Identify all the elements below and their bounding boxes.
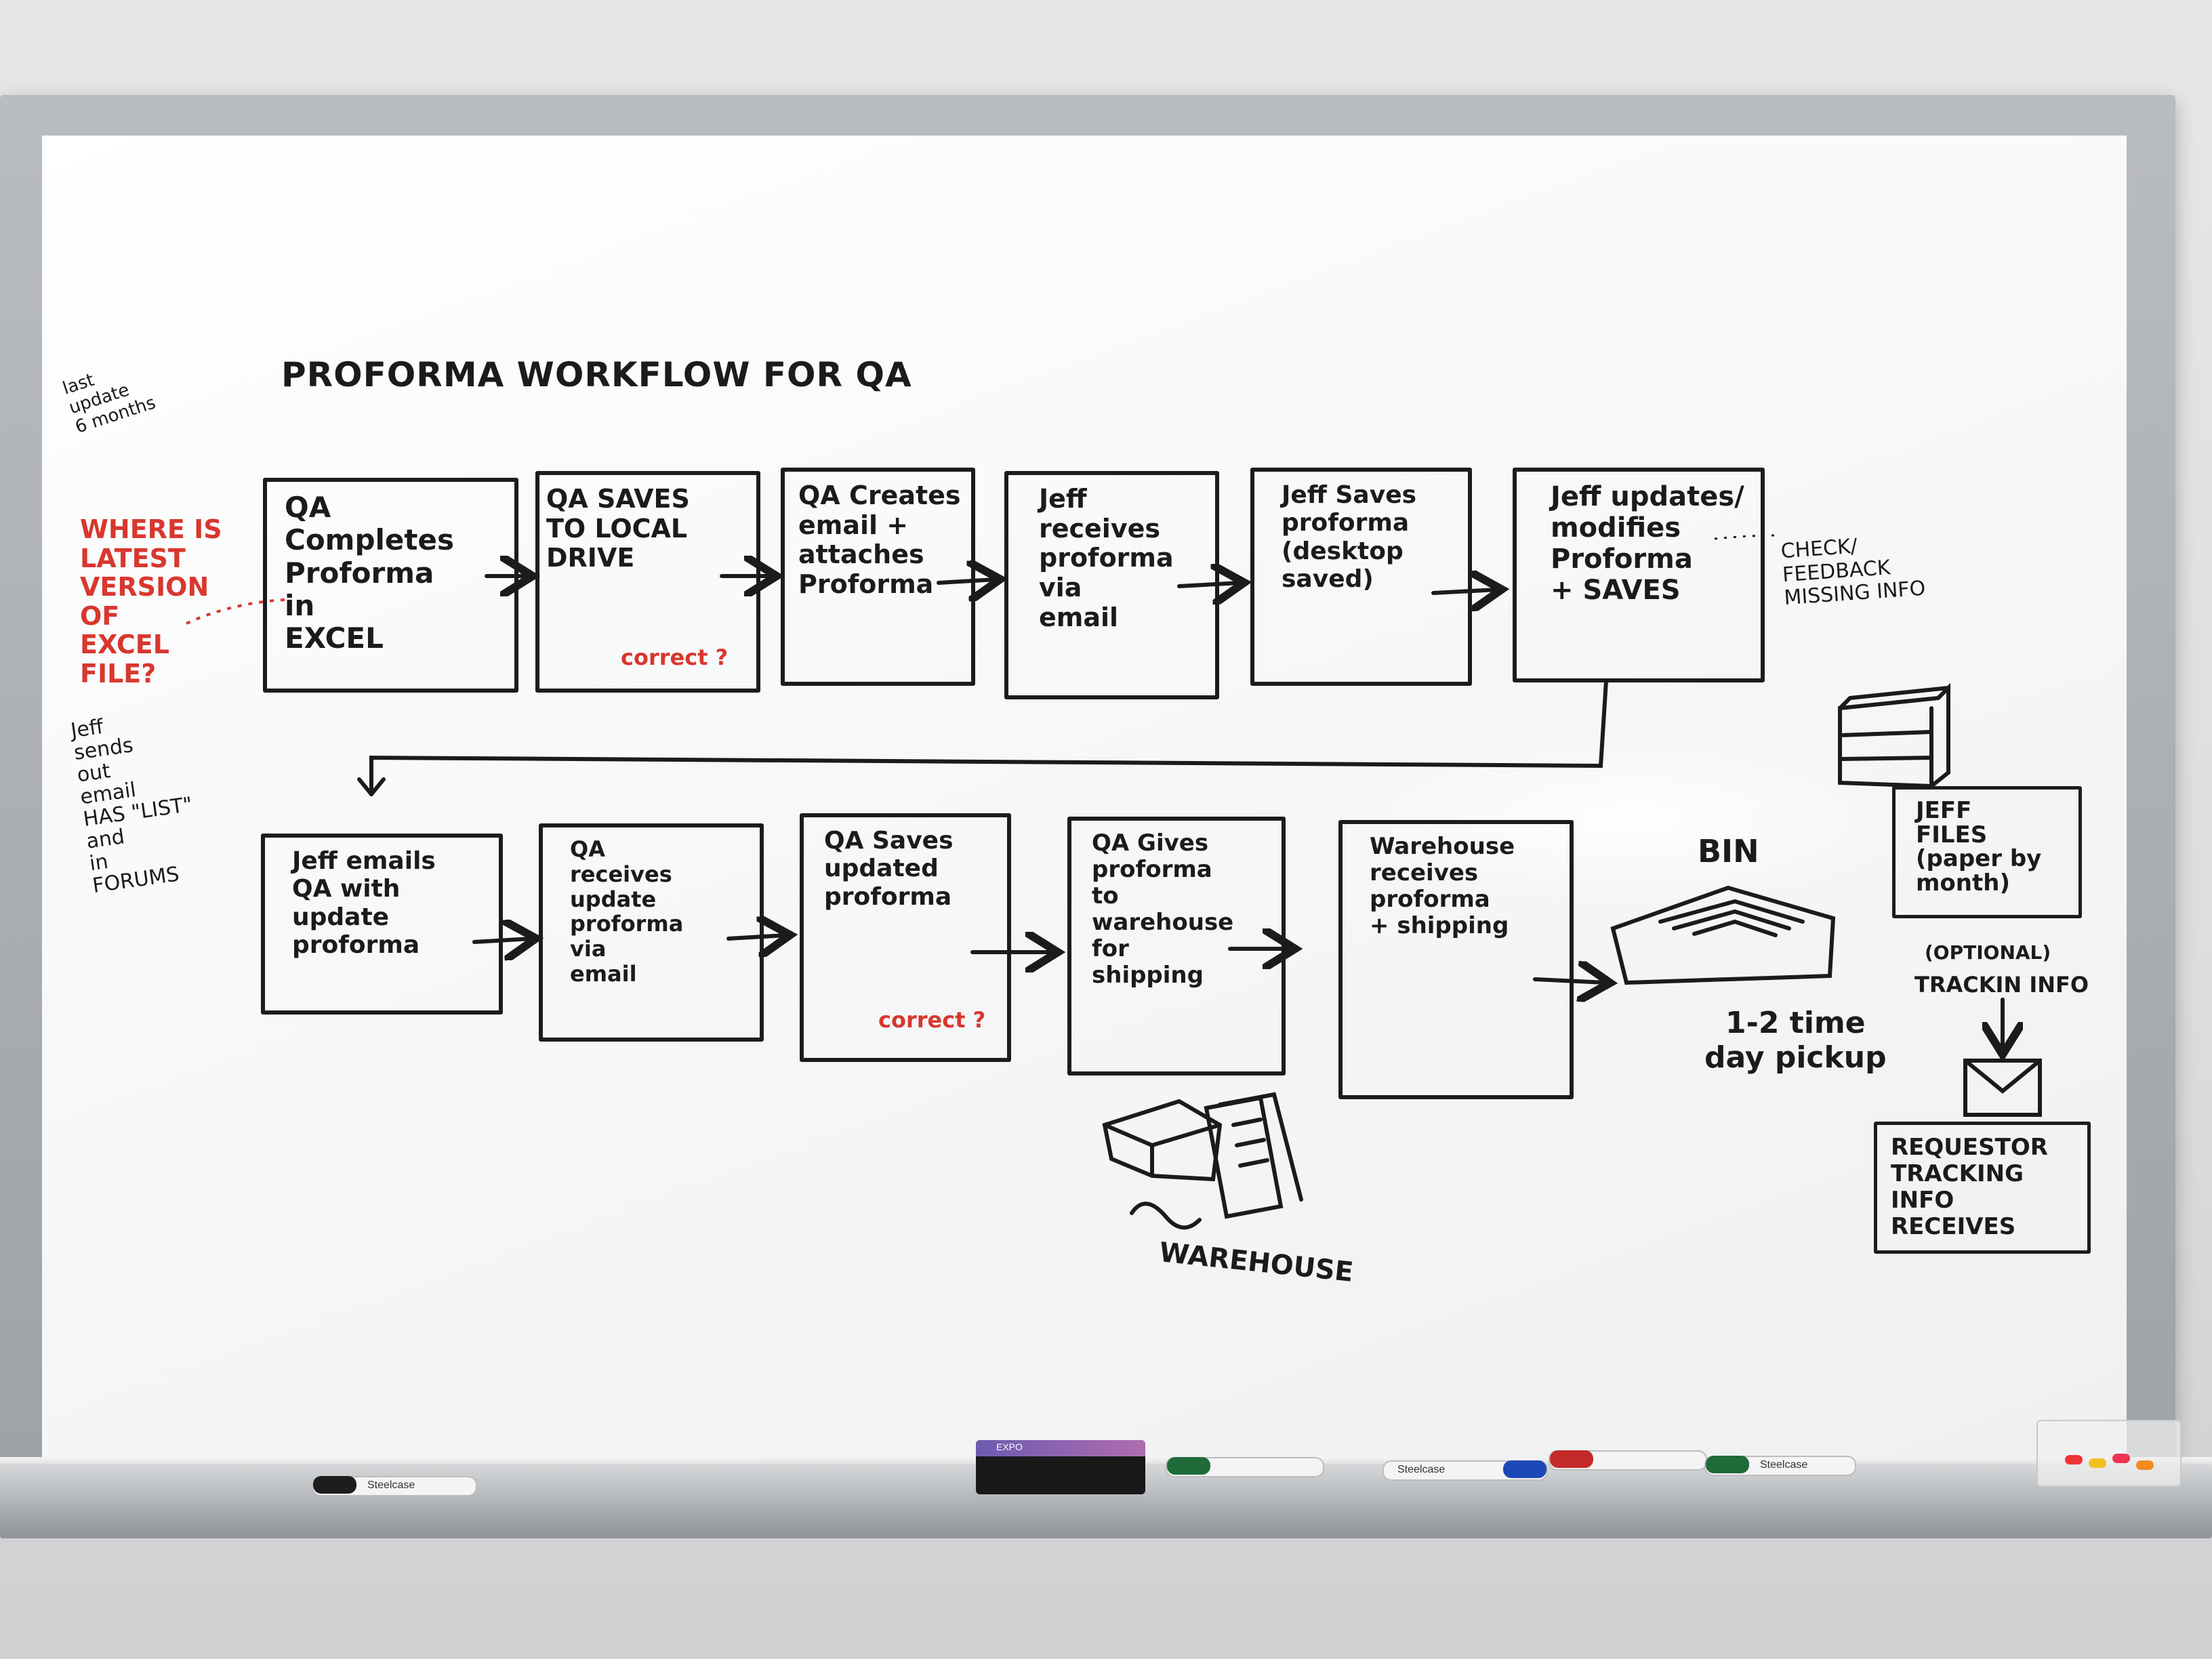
marker-brand: Steelcase xyxy=(1760,1459,1808,1471)
jeff-files-text: JEFF FILES (paper by month) xyxy=(1916,797,2042,897)
step-text: QA receives update proforma via email xyxy=(570,836,684,987)
marker-black[interactable]: Steelcase xyxy=(312,1476,477,1496)
step-text: Jeff updates/ modifies Proforma + SAVES xyxy=(1551,481,1744,606)
connector-arrowhead-2 xyxy=(369,777,386,796)
squiggle xyxy=(1130,1202,1202,1230)
step-text: Jeff receives proforma via email xyxy=(1039,484,1174,632)
arrow-10 xyxy=(1533,979,1606,983)
arrow-3 xyxy=(937,579,996,583)
step-qa-receives-update: QA receives update proforma via email xyxy=(539,823,764,1042)
marker-cap xyxy=(1550,1450,1593,1468)
pushpin-box[interactable] xyxy=(2036,1420,2182,1487)
requestor-box: REQUESTOR TRACKING INFO RECEIVES xyxy=(1874,1122,2091,1254)
pushpin xyxy=(2089,1458,2106,1468)
whiteboard-eraser[interactable]: EXPO xyxy=(976,1440,1145,1494)
bin-label: BIN xyxy=(1698,833,1759,869)
arrow-7 xyxy=(726,935,786,939)
marker-cap xyxy=(1167,1457,1210,1475)
marker-cap xyxy=(1503,1460,1547,1478)
step-text: Jeff Saves proforma (desktop saved) xyxy=(1282,481,1417,594)
step-jeff-saves: Jeff Saves proforma (desktop saved) xyxy=(1250,468,1472,686)
marker-blue[interactable]: Steelcase xyxy=(1382,1460,1548,1481)
cabinet-sketch xyxy=(1838,682,1950,789)
marker-cap xyxy=(1706,1456,1749,1473)
step-qa-completes: QA Completes Proforma in EXCEL xyxy=(263,478,518,693)
jeff-files-box: JEFF FILES (paper by month) xyxy=(1892,786,2082,918)
pushpin xyxy=(2136,1460,2154,1470)
marker-cap xyxy=(313,1476,356,1494)
pushpin xyxy=(2112,1454,2130,1463)
dotted-link-red xyxy=(186,598,285,625)
bin-sketch xyxy=(1610,885,1836,985)
marker-brand: Steelcase xyxy=(367,1479,415,1491)
step-jeff-emails-qa: Jeff emails QA with update proforma xyxy=(261,834,503,1015)
marker-red[interactable] xyxy=(1549,1450,1707,1471)
step-text: Jeff emails QA with update proforma xyxy=(292,847,436,960)
step-jeff-updates: Jeff updates/ modifies Proforma + SAVES xyxy=(1513,468,1765,682)
dotted-link-check xyxy=(1714,534,1780,540)
correct-note: correct ? xyxy=(621,644,729,670)
diagram-title: PROFORMA WORKFLOW FOR QA xyxy=(281,355,912,394)
arrow-6 xyxy=(472,939,532,942)
step-text: QA Completes Proforma in EXCEL xyxy=(285,491,454,655)
arrow-4 xyxy=(1177,583,1240,586)
correct-note: correct ? xyxy=(878,1007,986,1033)
step-warehouse-receives: Warehouse receives proforma + shipping xyxy=(1338,820,1574,1099)
red-question-note: WHERE IS LATEST VERSION OF EXCEL FILE? xyxy=(80,514,222,689)
eraser-top xyxy=(976,1440,1145,1456)
papers-sketch xyxy=(1204,1092,1303,1219)
warehouse-box-sketch xyxy=(1102,1099,1223,1182)
step-qa-gives-warehouse: QA Gives proforma to warehouse for shipp… xyxy=(1067,817,1286,1076)
connector-row1-to-row2 xyxy=(369,679,1608,795)
marker-green-2[interactable]: Steelcase xyxy=(1704,1456,1856,1476)
marker-green[interactable] xyxy=(1166,1457,1324,1477)
requestor-text: REQUESTOR TRACKING INFO RECEIVES xyxy=(1891,1134,2048,1241)
step-text: QA Creates email + attaches Proforma xyxy=(798,480,961,600)
optional-label: (OPTIONAL) xyxy=(1925,941,2051,964)
pickup-note: 1-2 time day pickup xyxy=(1704,1006,1887,1075)
pushpin xyxy=(2065,1455,2083,1465)
connector-arrowhead xyxy=(357,777,373,796)
step-text: Warehouse receives proforma + shipping xyxy=(1370,833,1515,940)
eraser-brand: EXPO xyxy=(996,1441,1023,1452)
tracking-info-label: TRACKIN INFO xyxy=(1914,972,2089,998)
step-text: QA SAVES TO LOCAL DRIVE xyxy=(546,484,690,573)
step-text: QA Saves updated proforma xyxy=(824,827,954,911)
marker-brand: Steelcase xyxy=(1397,1464,1446,1475)
arrow-5 xyxy=(1431,590,1498,593)
step-qa-saves-updated: QA Saves updated proforma correct ? xyxy=(800,813,1011,1062)
step-text: QA Gives proforma to warehouse for shipp… xyxy=(1092,830,1234,989)
